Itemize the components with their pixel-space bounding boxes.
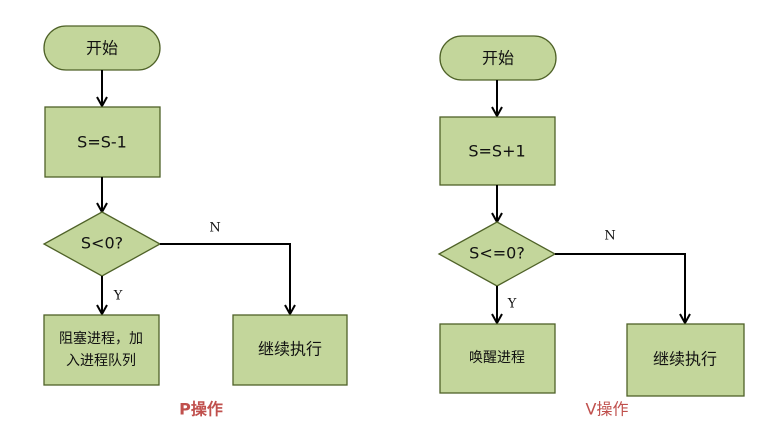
p-step-node (44, 106, 161, 178)
v-yes-label: Y (507, 297, 517, 312)
v-continue-label: 继续执行 (653, 350, 717, 369)
p-block-node (43, 314, 160, 386)
v-wake-node (439, 323, 556, 394)
p-continue-label: 继续执行 (258, 340, 322, 359)
p-continue-node (232, 314, 348, 386)
v-edge-no (555, 253, 685, 323)
p-step-label: S=S-1 (77, 133, 127, 152)
p-caption: P操作 (179, 400, 223, 419)
v-start-label: 开始 (482, 49, 514, 68)
p-start-label: 开始 (86, 39, 118, 58)
v-decision-label: S<=0? (469, 244, 525, 263)
p-decision-label: S<0? (81, 234, 123, 253)
v-step-label: S=S+1 (468, 142, 525, 161)
v-operation-flowchart: 开始 S=S+1 S<=0? Y N 唤醒进程 继续执行 V操作 (437, 35, 745, 419)
v-no-label: N (604, 229, 615, 244)
p-edge-no (160, 243, 290, 314)
v-wake-label: 唤醒进程 (469, 349, 525, 366)
p-no-label: N (209, 221, 220, 236)
p-operation-flowchart: 开始 S=S-1 S<0? Y N 阻塞进程，加 入进程队列 继续执行 P操作 (42, 25, 348, 419)
p-block-label-line2: 入进程队列 (66, 353, 136, 369)
p-block-label-line1: 阻塞进程，加 (59, 330, 143, 347)
v-continue-node (626, 323, 745, 397)
v-caption: V操作 (586, 400, 629, 419)
p-yes-label: Y (113, 289, 123, 304)
v-step-node (439, 116, 556, 186)
